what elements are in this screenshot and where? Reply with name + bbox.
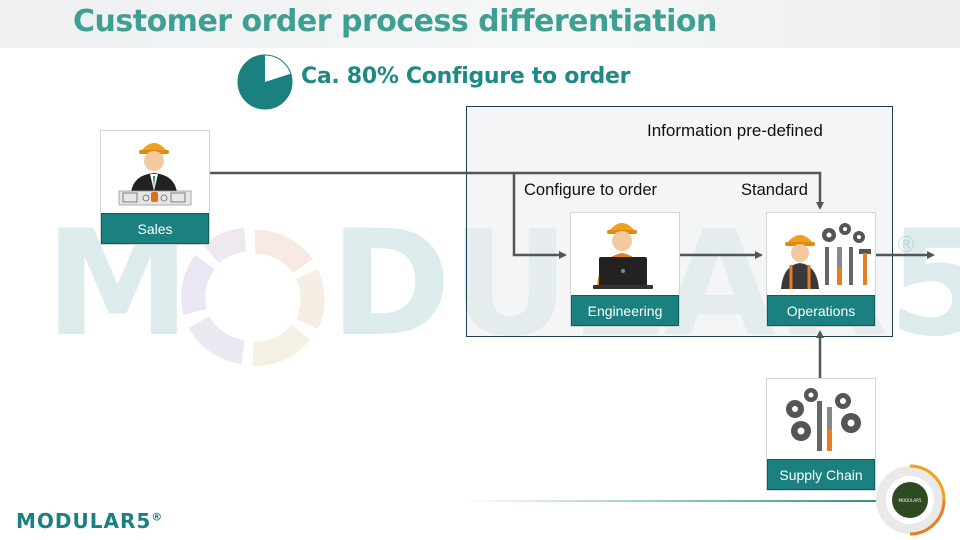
column-label-standard: Standard [741, 181, 808, 199]
node-label-supply-chain: Supply Chain [767, 459, 875, 490]
modular5-badge-logo: MODULAR5 [876, 464, 946, 536]
gears-tools-icon [786, 388, 861, 451]
title-band [0, 0, 960, 48]
pie-slice-configure-to-order [238, 55, 292, 109]
node-label-engineering: Engineering [571, 295, 679, 326]
node-label-operations: Operations [767, 295, 875, 326]
page-title: Customer order process differentiation [73, 4, 717, 39]
node-operations: Operations [766, 212, 876, 327]
footer-logo-mark: ® [151, 510, 164, 524]
share-pie-chart [237, 54, 293, 110]
column-label-configure-to-order: Configure to order [524, 181, 657, 199]
node-label-sales: Sales [101, 213, 209, 244]
node-supply-chain: Supply Chain [766, 378, 876, 491]
subtitle: Ca. 80% Configure to order [301, 64, 631, 89]
arrow-sales-to-operations [210, 171, 824, 210]
footer-logo: MODULAR5® [16, 509, 163, 533]
salesperson-icon [118, 143, 192, 206]
node-sales: Sales [100, 130, 210, 245]
node-engineering: Engineering [570, 212, 680, 327]
footer-logo-text: MODULAR5 [16, 509, 152, 533]
watermark-registered-mark: ® [895, 233, 917, 258]
badge-text: MODULAR5 [899, 498, 922, 503]
footer-divider [460, 500, 930, 502]
arrow-sales-to-engineering [512, 173, 567, 259]
panel-title: Information pre-defined [647, 121, 823, 140]
engineer-laptop-icon [593, 223, 653, 289]
worker-tools-icon [781, 223, 871, 289]
